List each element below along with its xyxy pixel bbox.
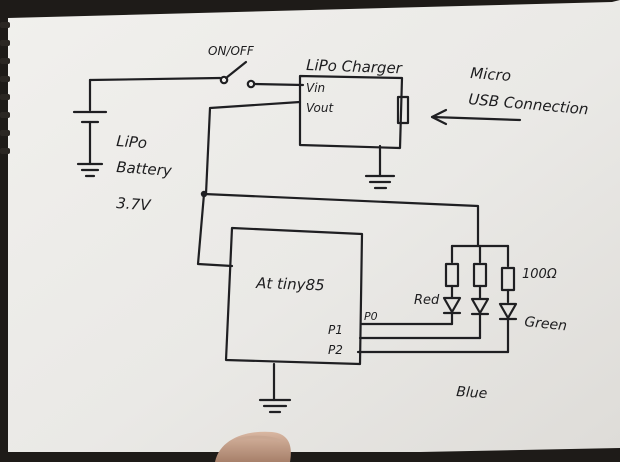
fingernail [235, 435, 281, 443]
switch-label: ON/OFF [208, 44, 255, 58]
charger-pin-vin: Vin [306, 81, 325, 95]
battery-label-line2: Battery [116, 158, 174, 180]
mcu-pin-p2: P2 [328, 343, 343, 357]
battery-label-line3: 3.7V [116, 194, 153, 214]
spiral-binding [0, 22, 10, 154]
led-blue [498, 302, 518, 354]
resistor-label: 100Ω [522, 267, 557, 282]
resistor-green [472, 262, 488, 300]
led-bus [450, 244, 510, 268]
usb-arrow [430, 108, 522, 126]
battery-label-line1: LiPo [116, 132, 148, 152]
charger-box [298, 74, 410, 190]
attiny85-chip [224, 226, 364, 414]
led-label-blue: Blue [456, 384, 488, 402]
led-red [442, 296, 462, 326]
power-switch [219, 60, 305, 89]
charger-pin-vout: Vout [306, 101, 334, 115]
led-label-green: Green [524, 314, 568, 334]
charger-title: LiPo Charger [306, 56, 403, 77]
pin-wires [356, 322, 510, 354]
mcu-pin-p0: P0 [364, 310, 378, 323]
usb-note-line1: Micro [470, 64, 512, 85]
led-label-red: Red [414, 293, 440, 308]
vout-wire [196, 100, 480, 268]
resistor-blue [500, 266, 516, 304]
battery-switch-wire [88, 76, 222, 112]
resistor-red [444, 262, 460, 300]
battery-symbol [72, 110, 108, 178]
led-green [470, 297, 490, 340]
mcu-pin-p1: P1 [328, 323, 343, 337]
mcu-name: At tiny85 [255, 274, 325, 294]
